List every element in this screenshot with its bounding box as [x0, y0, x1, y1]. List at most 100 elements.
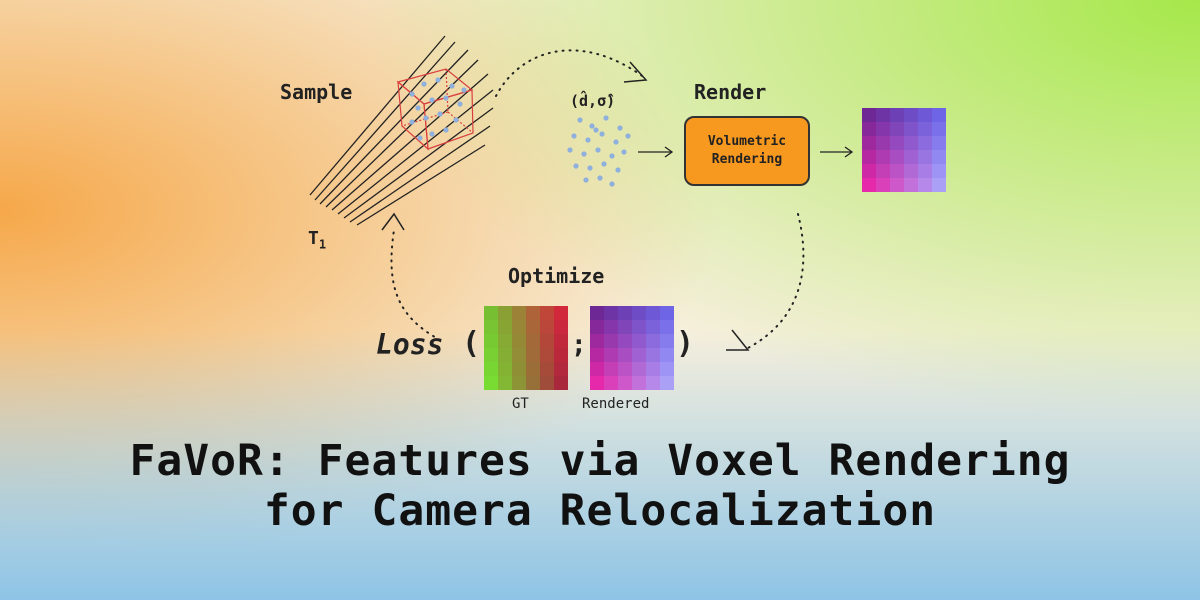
pixel-tile: [484, 362, 498, 376]
pixel-tile: [660, 348, 674, 362]
camera-pose-letter: T: [308, 228, 319, 249]
gt-label: GT: [512, 396, 529, 412]
pixel-tile: [554, 362, 568, 376]
pixel-tile: [646, 306, 660, 320]
pixel-tile: [632, 362, 646, 376]
pixel-tile: [646, 376, 660, 390]
pixel-tile: [554, 306, 568, 320]
voxel-cube: [396, 68, 474, 151]
pixel-tile: [526, 348, 540, 362]
pixel-tile: [862, 164, 876, 178]
pixel-tile: [646, 348, 660, 362]
pixel-tile: [484, 376, 498, 390]
pixel-tile: [632, 306, 646, 320]
pixel-tile: [660, 320, 674, 334]
pixel-tile: [526, 362, 540, 376]
pixel-tile: [540, 348, 554, 362]
pixel-tile: [540, 334, 554, 348]
render-box-line1: Volumetric: [707, 134, 787, 149]
pixel-tile: [526, 306, 540, 320]
pixel-tile: [932, 150, 946, 164]
pixel-tile: [876, 150, 890, 164]
pixel-tile: [932, 122, 946, 136]
render-label: Render: [694, 80, 767, 104]
pixel-tile: [862, 136, 876, 150]
pixel-tile: [512, 376, 526, 390]
pixel-tile: [590, 320, 604, 334]
pixel-tile: [632, 320, 646, 334]
pixel-tile: [618, 348, 632, 362]
pixel-tile: [646, 362, 660, 376]
pixel-tile: [498, 320, 512, 334]
pixel-tile: [862, 178, 876, 192]
pixel-tile: [540, 306, 554, 320]
pixel-tile: [554, 320, 568, 334]
pixel-tile: [498, 362, 512, 376]
pixel-tile: [876, 136, 890, 150]
optimize-label: Optimize: [508, 264, 605, 288]
pixel-tile: [512, 306, 526, 320]
pixel-tile: [618, 320, 632, 334]
gt-image: [484, 306, 568, 390]
camera-pose-subscript: 1: [318, 237, 327, 252]
pixel-tile: [876, 164, 890, 178]
pixel-tile: [526, 320, 540, 334]
pixel-tile: [904, 136, 918, 150]
pixel-tile: [932, 136, 946, 150]
loss-close-paren: ): [676, 326, 695, 361]
pixel-tile: [660, 334, 674, 348]
rendered-label: Rendered: [582, 396, 650, 412]
pixel-tile: [918, 122, 932, 136]
pixel-tile: [890, 150, 904, 164]
pixel-tile: [484, 334, 498, 348]
sample-label: Sample: [280, 80, 353, 104]
pixel-tile: [862, 108, 876, 122]
pixel-tile: [646, 320, 660, 334]
pixel-tile: [904, 108, 918, 122]
pixel-tile: [904, 164, 918, 178]
pixel-tile: [554, 334, 568, 348]
pixel-tile: [512, 348, 526, 362]
render-box-line2: Rendering: [711, 152, 783, 167]
pixel-tile: [590, 362, 604, 376]
pixel-tile: [618, 334, 632, 348]
pixel-tile: [932, 178, 946, 192]
pixel-tile: [554, 376, 568, 390]
pixel-tile: [604, 334, 618, 348]
camera-rays: [309, 35, 494, 226]
params-label: (d̂,σ̂): [570, 92, 616, 110]
pixel-tile: [862, 150, 876, 164]
pixel-tile: [890, 164, 904, 178]
pixel-tile: [484, 348, 498, 362]
rendered-image: [590, 306, 674, 390]
pixel-tile: [498, 334, 512, 348]
arrow-points-to-box: [638, 146, 674, 158]
pixel-tile: [660, 376, 674, 390]
pixel-tile: [512, 334, 526, 348]
pixel-tile: [604, 348, 618, 362]
voxel-sample-points: [409, 77, 467, 141]
pixel-tile: [632, 376, 646, 390]
volumetric-rendering-box: Volumetric Rendering: [684, 116, 810, 186]
pixel-tile: [540, 376, 554, 390]
pixel-tile: [918, 150, 932, 164]
pixel-tile: [646, 334, 660, 348]
pixel-tile: [918, 164, 932, 178]
pixel-tile: [590, 334, 604, 348]
pixel-tile: [618, 306, 632, 320]
pixel-tile: [904, 150, 918, 164]
pixel-tile: [484, 306, 498, 320]
pixel-tile: [604, 320, 618, 334]
pixel-tile: [918, 136, 932, 150]
pixel-tile: [876, 178, 890, 192]
loss-separator: ;: [571, 330, 587, 360]
title-line2: for Camera Relocalization: [263, 486, 937, 536]
pixel-tile: [904, 178, 918, 192]
pixel-tile: [618, 376, 632, 390]
pixel-tile: [932, 108, 946, 122]
pixel-tile: [604, 376, 618, 390]
pixel-tile: [512, 320, 526, 334]
pixel-tile: [660, 306, 674, 320]
pixel-tile: [876, 122, 890, 136]
